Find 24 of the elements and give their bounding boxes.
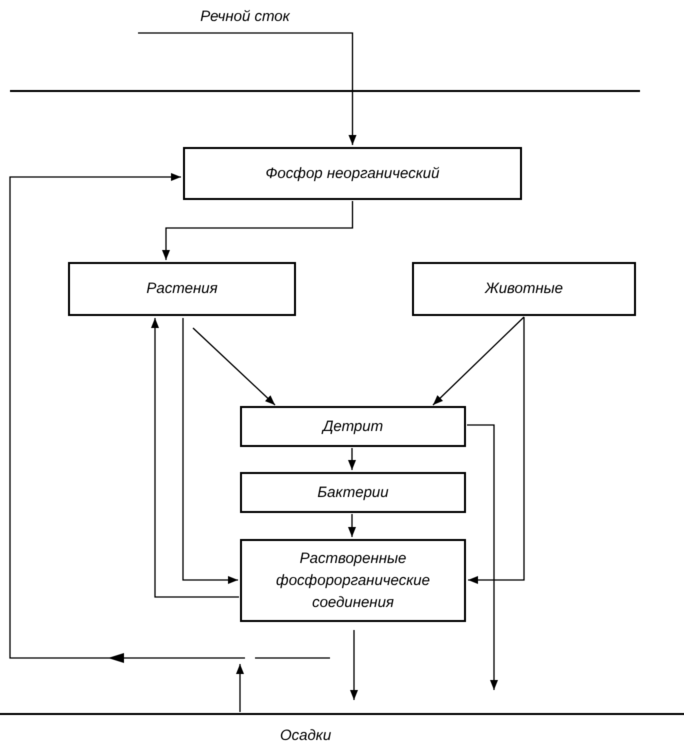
- arrow: [162, 201, 354, 260]
- process-box: [240, 539, 466, 622]
- process-box: [68, 262, 296, 316]
- arrow: [182, 318, 238, 584]
- arrow: [348, 448, 356, 470]
- arrow: [236, 664, 244, 712]
- process-box: [183, 147, 522, 200]
- arrow: [151, 318, 239, 598]
- arrow: [468, 317, 525, 584]
- process-box: [240, 472, 466, 513]
- node-text: Растворенные фосфорорганические соединения: [275, 548, 431, 612]
- arrow: [432, 316, 524, 406]
- node-text: Фосфор неорганический: [266, 164, 440, 184]
- arrow: [350, 630, 358, 700]
- arrow: [192, 328, 276, 406]
- node-text: Животные: [484, 279, 564, 299]
- arrow: [348, 514, 356, 537]
- arrow: [138, 32, 356, 145]
- process-box: [240, 406, 466, 447]
- node-text: Детрит: [322, 416, 384, 436]
- node-text: Бактерии: [317, 482, 389, 502]
- node-text: Растения: [146, 279, 218, 299]
- arrow: [467, 424, 498, 690]
- process-box: [412, 262, 636, 316]
